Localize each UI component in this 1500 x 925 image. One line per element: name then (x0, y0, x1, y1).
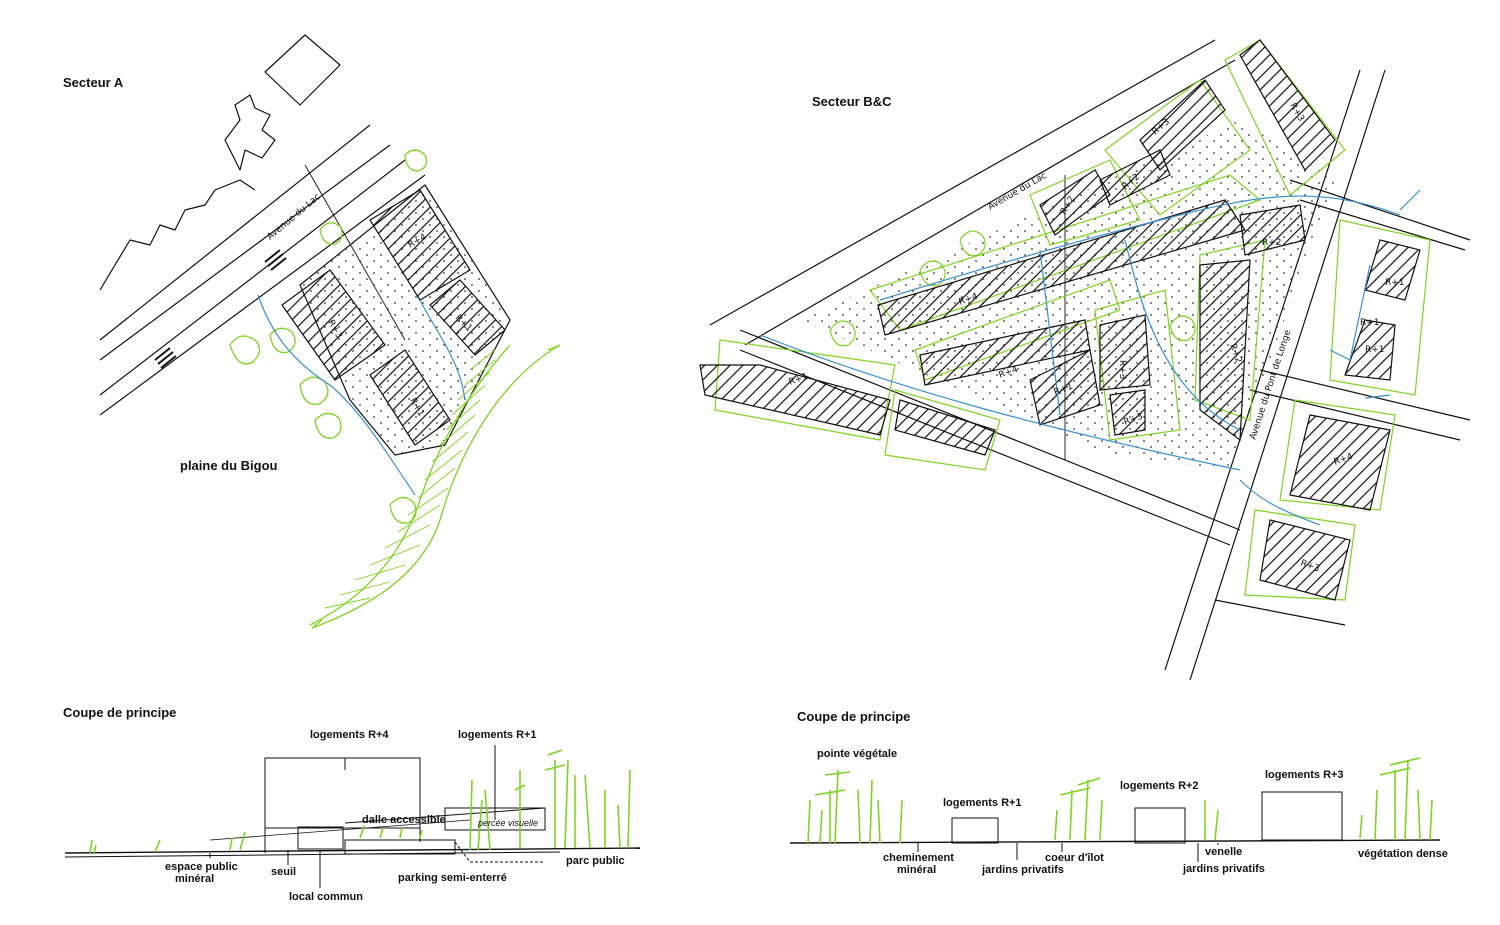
sector-bc-building-label: R+1 (1365, 345, 1385, 355)
sector-a-street-label: Avenue du Lac (266, 192, 323, 242)
label-gardens-1: jardins privatifs (982, 864, 1064, 876)
sector-bc-buildings (699, 39, 1421, 601)
section-bc (789, 791, 1441, 862)
sector-bc-street-north-label: Avenue du Lac (987, 171, 1049, 213)
sector-a-plan (99, 34, 511, 456)
sector-a-vegetation (229, 149, 561, 629)
sector-bc-building-label: R+1 (1385, 278, 1405, 288)
building-r3 (281, 269, 386, 381)
label-dense: végétation dense (1358, 848, 1448, 860)
building-r4 (369, 189, 471, 301)
sector-bc-water-flows (759, 189, 1421, 526)
section-a (64, 745, 641, 888)
sector-bc-building-label: R+2 (1262, 238, 1282, 248)
section-a-common-room (297, 826, 344, 850)
label-common-room: local commun (289, 891, 363, 903)
label-housing-r1: logements R+1 (458, 729, 537, 741)
plain-label: plaine du Bigou (180, 458, 278, 473)
label-housing-r2-bc: logements R+2 (1120, 780, 1199, 792)
section-a-vegetation (89, 749, 631, 854)
section-bc-vegetation (807, 757, 1433, 844)
sector-bc-building-label: R+1 (1360, 318, 1380, 328)
section-bc-title: Coupe de principe (797, 709, 911, 724)
sector-a-water-flow (257, 294, 416, 496)
label-housing-r1-bc: logements R+1 (943, 797, 1022, 809)
sector-bc-building-label: R+3 (1117, 360, 1127, 380)
label-park: parc public (566, 855, 625, 867)
label-threshold: seuil (271, 866, 297, 878)
label-public-space-1: espace public (165, 861, 238, 873)
sector-bc-title: Secteur B&C (812, 94, 892, 109)
existing-building (224, 94, 276, 171)
section-bc-building-r1 (951, 817, 999, 844)
label-public-space-2: minéral (175, 873, 215, 885)
label-housing-r3-bc: logements R+3 (1265, 769, 1344, 781)
section-a-title: Coupe de principe (63, 705, 177, 720)
label-parking: parking semi-enterré (398, 872, 507, 884)
label-heart: coeur d'îlot (1045, 852, 1104, 864)
sector-a-water-flow-2 (419, 299, 466, 401)
label-alley: venelle (1205, 846, 1243, 858)
building-r1 (429, 279, 506, 356)
existing-building (99, 179, 256, 291)
label-view: percée visuelle (478, 818, 539, 828)
building-r1b (369, 349, 451, 446)
existing-building (264, 34, 341, 106)
section-bc-building-r3 (1261, 791, 1343, 841)
label-gardens-2: jardins privatifs (1183, 863, 1265, 875)
sector-a-title: Secteur A (63, 75, 124, 90)
section-bc-building-r2 (1134, 807, 1186, 844)
label-deck: dalle accessible (362, 814, 446, 826)
label-path-2: minéral (897, 864, 937, 876)
label-green-tip: pointe végétale (817, 748, 898, 760)
label-path-1: cheminement (883, 852, 954, 864)
section-a-parking (344, 839, 456, 855)
label-housing-r4: logements R+4 (310, 729, 389, 741)
